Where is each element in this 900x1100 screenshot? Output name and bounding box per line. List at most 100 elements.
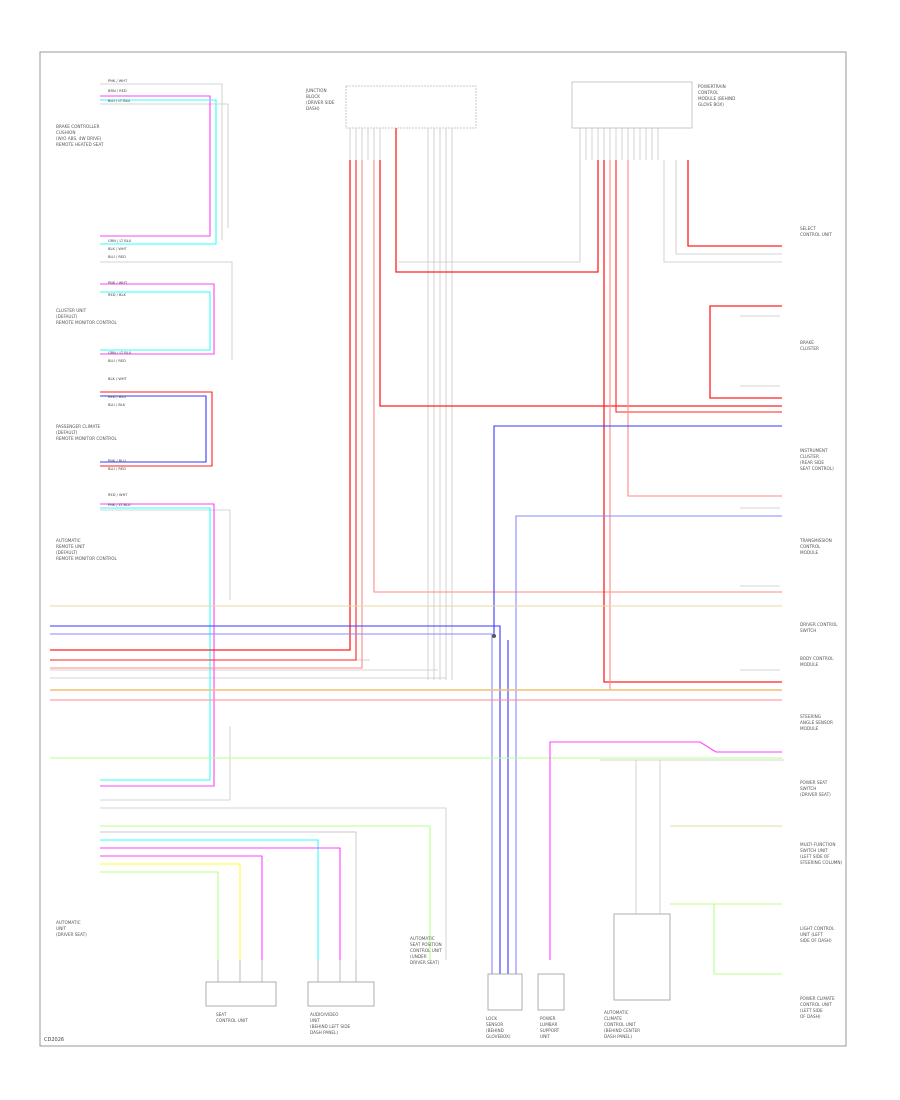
label-line: UNIT xyxy=(310,1018,320,1023)
label-line: STEERING xyxy=(800,714,821,719)
wire-gray xyxy=(663,160,782,263)
label-line: CONTROL UNIT xyxy=(800,1002,832,1007)
wire-cyan xyxy=(100,99,217,245)
wire-label: BLU / RED xyxy=(108,467,126,471)
wire-magenta xyxy=(100,855,263,960)
wire-label: GRN / LT BLU xyxy=(108,351,132,355)
bottom-module-b7: AUTOMATIC CLIMATE CONTROL UNIT (BEHIND C… xyxy=(604,1010,641,1039)
label-line: CLUSTER xyxy=(800,454,819,459)
wire-gray xyxy=(675,160,782,255)
splice-point xyxy=(492,634,496,638)
wire-label: BLK / WHT xyxy=(108,377,128,381)
label-line: CUSHION xyxy=(56,130,75,135)
left-module-m2: CLUSTER UNIT (DEFAULT) REMOTE MONITOR CO… xyxy=(56,308,117,325)
label-line: BRAKE CONTROLLER xyxy=(56,124,100,129)
wire-magenta xyxy=(100,95,211,237)
label-line: CLUSTER UNIT xyxy=(56,308,87,313)
label-line: MODULE (BEHIND xyxy=(698,96,735,101)
wire-red xyxy=(615,160,782,413)
wire-pink xyxy=(609,160,782,691)
label-line: LOCK xyxy=(486,1016,497,1021)
label-line: LIGHT CONTROL xyxy=(800,926,835,931)
label-line: DASH PANEL) xyxy=(604,1034,632,1039)
label-line: CONTROL UNIT xyxy=(410,948,442,953)
wire-cyan xyxy=(100,291,211,351)
label-line: (DEFAULT) xyxy=(56,430,78,435)
label-line: SEAT xyxy=(216,1012,227,1017)
bottom-module-b5: LOCK SENSOR (BEHIND GLOVEBOX) xyxy=(486,1016,511,1039)
wire-red xyxy=(50,160,357,661)
right-module-r6: BODY CONTROL MODULE xyxy=(800,656,835,667)
top-connector-t1: JUNCTION BLOCK (DRIVER SIDE DASH) xyxy=(305,88,336,111)
label-line: STEERING COLUMN) xyxy=(800,860,843,865)
wire-label: RED / BLK xyxy=(108,293,126,297)
label-line: DRIVER CONTROL xyxy=(800,622,838,627)
bottom-conn-b5 xyxy=(487,973,523,1011)
label-line: SUPPORT xyxy=(540,1028,560,1033)
label-line: POWER SEAT xyxy=(800,780,828,785)
label-line: CONTROL xyxy=(698,90,719,95)
label-line: (UNDER xyxy=(410,954,427,959)
label-line: BODY CONTROL xyxy=(800,656,834,661)
label-line: (BEHIND LEFT SIDE xyxy=(310,1024,351,1029)
wire-label: RED / WHT xyxy=(108,493,128,497)
wire-pink xyxy=(373,160,782,593)
wire-label: PNK / WHT xyxy=(108,281,128,285)
wire-red xyxy=(50,160,351,651)
label-line: JUNCTION xyxy=(305,88,327,93)
wire-label: BLU / RED xyxy=(108,359,126,363)
bottom-module-b2: SEAT CONTROL UNIT xyxy=(216,1012,248,1023)
wire-gray xyxy=(398,160,581,263)
wire-red xyxy=(603,160,782,683)
label-layer: BRAKE CONTROLLER CUSHION (W/O ABS, 4W DR… xyxy=(44,79,843,1043)
label-line: REMOTE MONITOR CONTROL xyxy=(56,436,117,441)
label-line: AUTOMATIC xyxy=(56,920,81,925)
label-line: REMOTE MONITOR CONTROL xyxy=(56,320,117,325)
right-module-r1: SELECT CONTROL UNIT xyxy=(800,226,832,237)
label-line: POWER xyxy=(540,1016,556,1021)
wire-gray xyxy=(100,726,231,801)
wire-lightblue xyxy=(515,515,782,980)
wire-blue xyxy=(50,625,501,980)
wire-lightgreen xyxy=(100,871,219,960)
wire-blue xyxy=(100,395,207,463)
wire-label: BRN / RED xyxy=(108,89,127,93)
wire-layer xyxy=(50,83,784,982)
label-line: AUTOMATIC xyxy=(604,1010,629,1015)
bottom-conn-b2 xyxy=(307,981,375,1007)
junction-block-box xyxy=(345,85,477,129)
left-module-m1: BRAKE CONTROLLER CUSHION (W/O ABS, 4W DR… xyxy=(56,124,104,147)
label-line: MODULE xyxy=(800,662,819,667)
label-line: SWITCH UNIT xyxy=(800,848,828,853)
label-line: UNIT (LEFT xyxy=(800,932,823,937)
wire-magenta xyxy=(100,283,215,355)
diagram-frame xyxy=(39,51,847,1047)
connector-layer xyxy=(205,81,693,1011)
label-line: (W/O ABS, 4W DRIVE) xyxy=(56,136,102,141)
right-module-r4: TRANSMISSION CONTROL MODULE xyxy=(799,538,833,555)
label-line: BLOCK xyxy=(306,94,320,99)
label-line: TRANSMISSION xyxy=(799,538,832,543)
wire-cyan xyxy=(100,507,211,781)
climate-unit-box xyxy=(613,913,671,1001)
label-line: (BEHIND xyxy=(486,1028,504,1033)
wire-gray xyxy=(100,261,233,360)
label-line: MODULE xyxy=(800,726,819,731)
wire-label: RED / BLU xyxy=(108,395,126,399)
label-line: LUMBAR xyxy=(540,1022,558,1027)
wire-label: PNK / LT BLU xyxy=(108,503,131,507)
wire-magenta xyxy=(100,847,341,960)
wire-cyan xyxy=(100,839,319,960)
right-module-r2: BRAKE CLUSTER xyxy=(800,340,819,351)
right-module-r8: POWER SEAT SWITCH (DRIVER SEAT) xyxy=(800,780,831,797)
wire-red xyxy=(395,128,599,273)
bottom-module-b1: AUTOMATIC UNIT (DRIVER SEAT) xyxy=(56,920,87,937)
label-line: POWER CLIMATE xyxy=(800,996,835,1001)
label-line: GLOVE BOX) xyxy=(698,102,724,107)
left-module-m3: PASSENGER CLIMATE (DEFAULT) REMOTE MONIT… xyxy=(56,424,117,441)
label-line: SEAT POSITION xyxy=(410,942,442,947)
label-line: AUTOMATIC xyxy=(56,538,81,543)
left-module-m4: AUTOMATIC REMOTE UNIT (DEFAULT) REMOTE M… xyxy=(56,538,117,561)
wire-label: GRN / LT BLU xyxy=(108,239,132,243)
